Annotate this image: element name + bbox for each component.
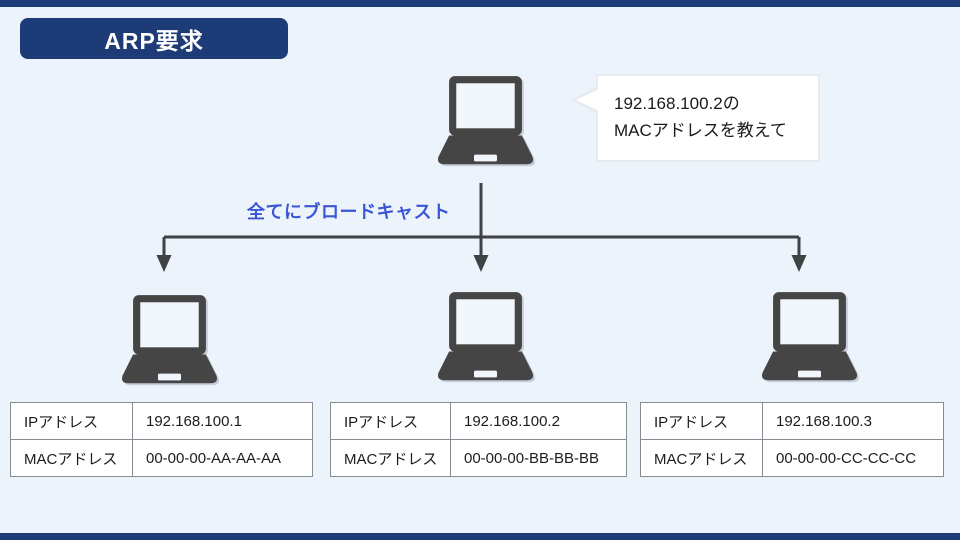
ip-label-cell: IPアドレス — [330, 402, 451, 440]
title-badge: ARP要求 — [20, 18, 288, 59]
speech-bubble: 192.168.100.2の MACアドレスを教えて — [571, 74, 820, 162]
ip-value-cell: 192.168.100.3 — [762, 402, 944, 440]
mac-value-cell: 00-00-00-CC-CC-CC — [762, 439, 944, 477]
page-title: ARP要求 — [104, 27, 204, 54]
broadcast-label: 全てにブロードキャスト — [247, 202, 451, 222]
mac-label-cell: MACアドレス — [640, 439, 763, 477]
ip-label-cell: IPアドレス — [640, 402, 763, 440]
laptop-icon-host3 — [752, 292, 867, 388]
top-frame-bar — [0, 0, 960, 7]
mac-label-cell: MACアドレス — [10, 439, 133, 477]
table-row: IPアドレス 192.168.100.2 — [330, 402, 627, 440]
mac-value-cell: 00-00-00-AA-AA-AA — [132, 439, 313, 477]
ip-value-cell: 192.168.100.2 — [450, 402, 627, 440]
mac-value-cell: 00-00-00-BB-BB-BB — [450, 439, 627, 477]
table-row: MACアドレス 00-00-00-AA-AA-AA — [10, 439, 313, 477]
table-row: IPアドレス 192.168.100.3 — [640, 402, 944, 440]
table-row: MACアドレス 00-00-00-CC-CC-CC — [640, 439, 944, 477]
ip-value-cell: 192.168.100.1 — [132, 402, 313, 440]
ip-label-cell: IPアドレス — [10, 402, 133, 440]
mac-label-cell: MACアドレス — [330, 439, 451, 477]
laptop-icon-requester — [428, 76, 543, 172]
bubble-text-line2: MACアドレスを教えて — [614, 121, 787, 140]
host1-address-table: IPアドレス 192.168.100.1 MACアドレス 00-00-00-AA… — [10, 402, 313, 477]
laptop-icon-host1 — [112, 295, 227, 391]
table-row: IPアドレス 192.168.100.1 — [10, 402, 313, 440]
table-row: MACアドレス 00-00-00-BB-BB-BB — [330, 439, 627, 477]
bottom-frame-bar — [0, 533, 960, 540]
host3-address-table: IPアドレス 192.168.100.3 MACアドレス 00-00-00-CC… — [640, 402, 944, 477]
host2-address-table: IPアドレス 192.168.100.2 MACアドレス 00-00-00-BB… — [330, 402, 627, 477]
bubble-text-line1: 192.168.100.2の — [614, 94, 740, 114]
laptop-icon-host2 — [428, 292, 543, 388]
